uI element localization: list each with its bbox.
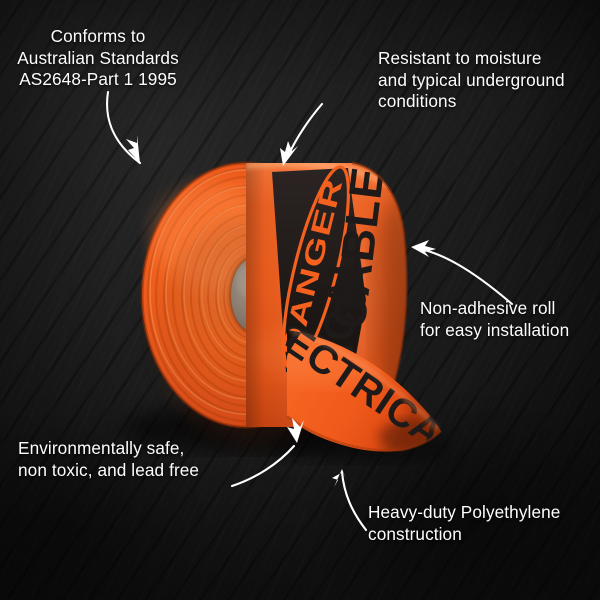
arrowhead-non-adhesive-roll xyxy=(411,240,436,257)
arrow-heavy-duty xyxy=(342,472,366,530)
callout-environmentally-safe: Environmentally safe, non toxic, and lea… xyxy=(18,438,200,480)
arrow-non-adhesive-roll xyxy=(415,248,512,304)
arrowhead-resistant-to-moisture xyxy=(280,141,298,166)
arrowhead-environmentally-safe xyxy=(287,418,304,443)
arrow-environmentally-safe xyxy=(232,446,294,486)
callout-non-adhesive-roll: Non-adhesive roll for easy installation xyxy=(420,298,570,340)
callout-resistant-to-moisture: Resistant to moisture and typical underg… xyxy=(378,48,565,111)
arrow-conforms-to-standards xyxy=(107,92,140,163)
arrowhead-conforms-to-standards xyxy=(126,135,140,163)
callout-conforms-to-standards: Conforms to Australian Standards AS2648-… xyxy=(17,26,179,89)
arrowhead-heavy-duty xyxy=(332,469,346,487)
callout-heavy-duty-construction: Heavy-duty Polyethylene construction xyxy=(368,502,561,544)
